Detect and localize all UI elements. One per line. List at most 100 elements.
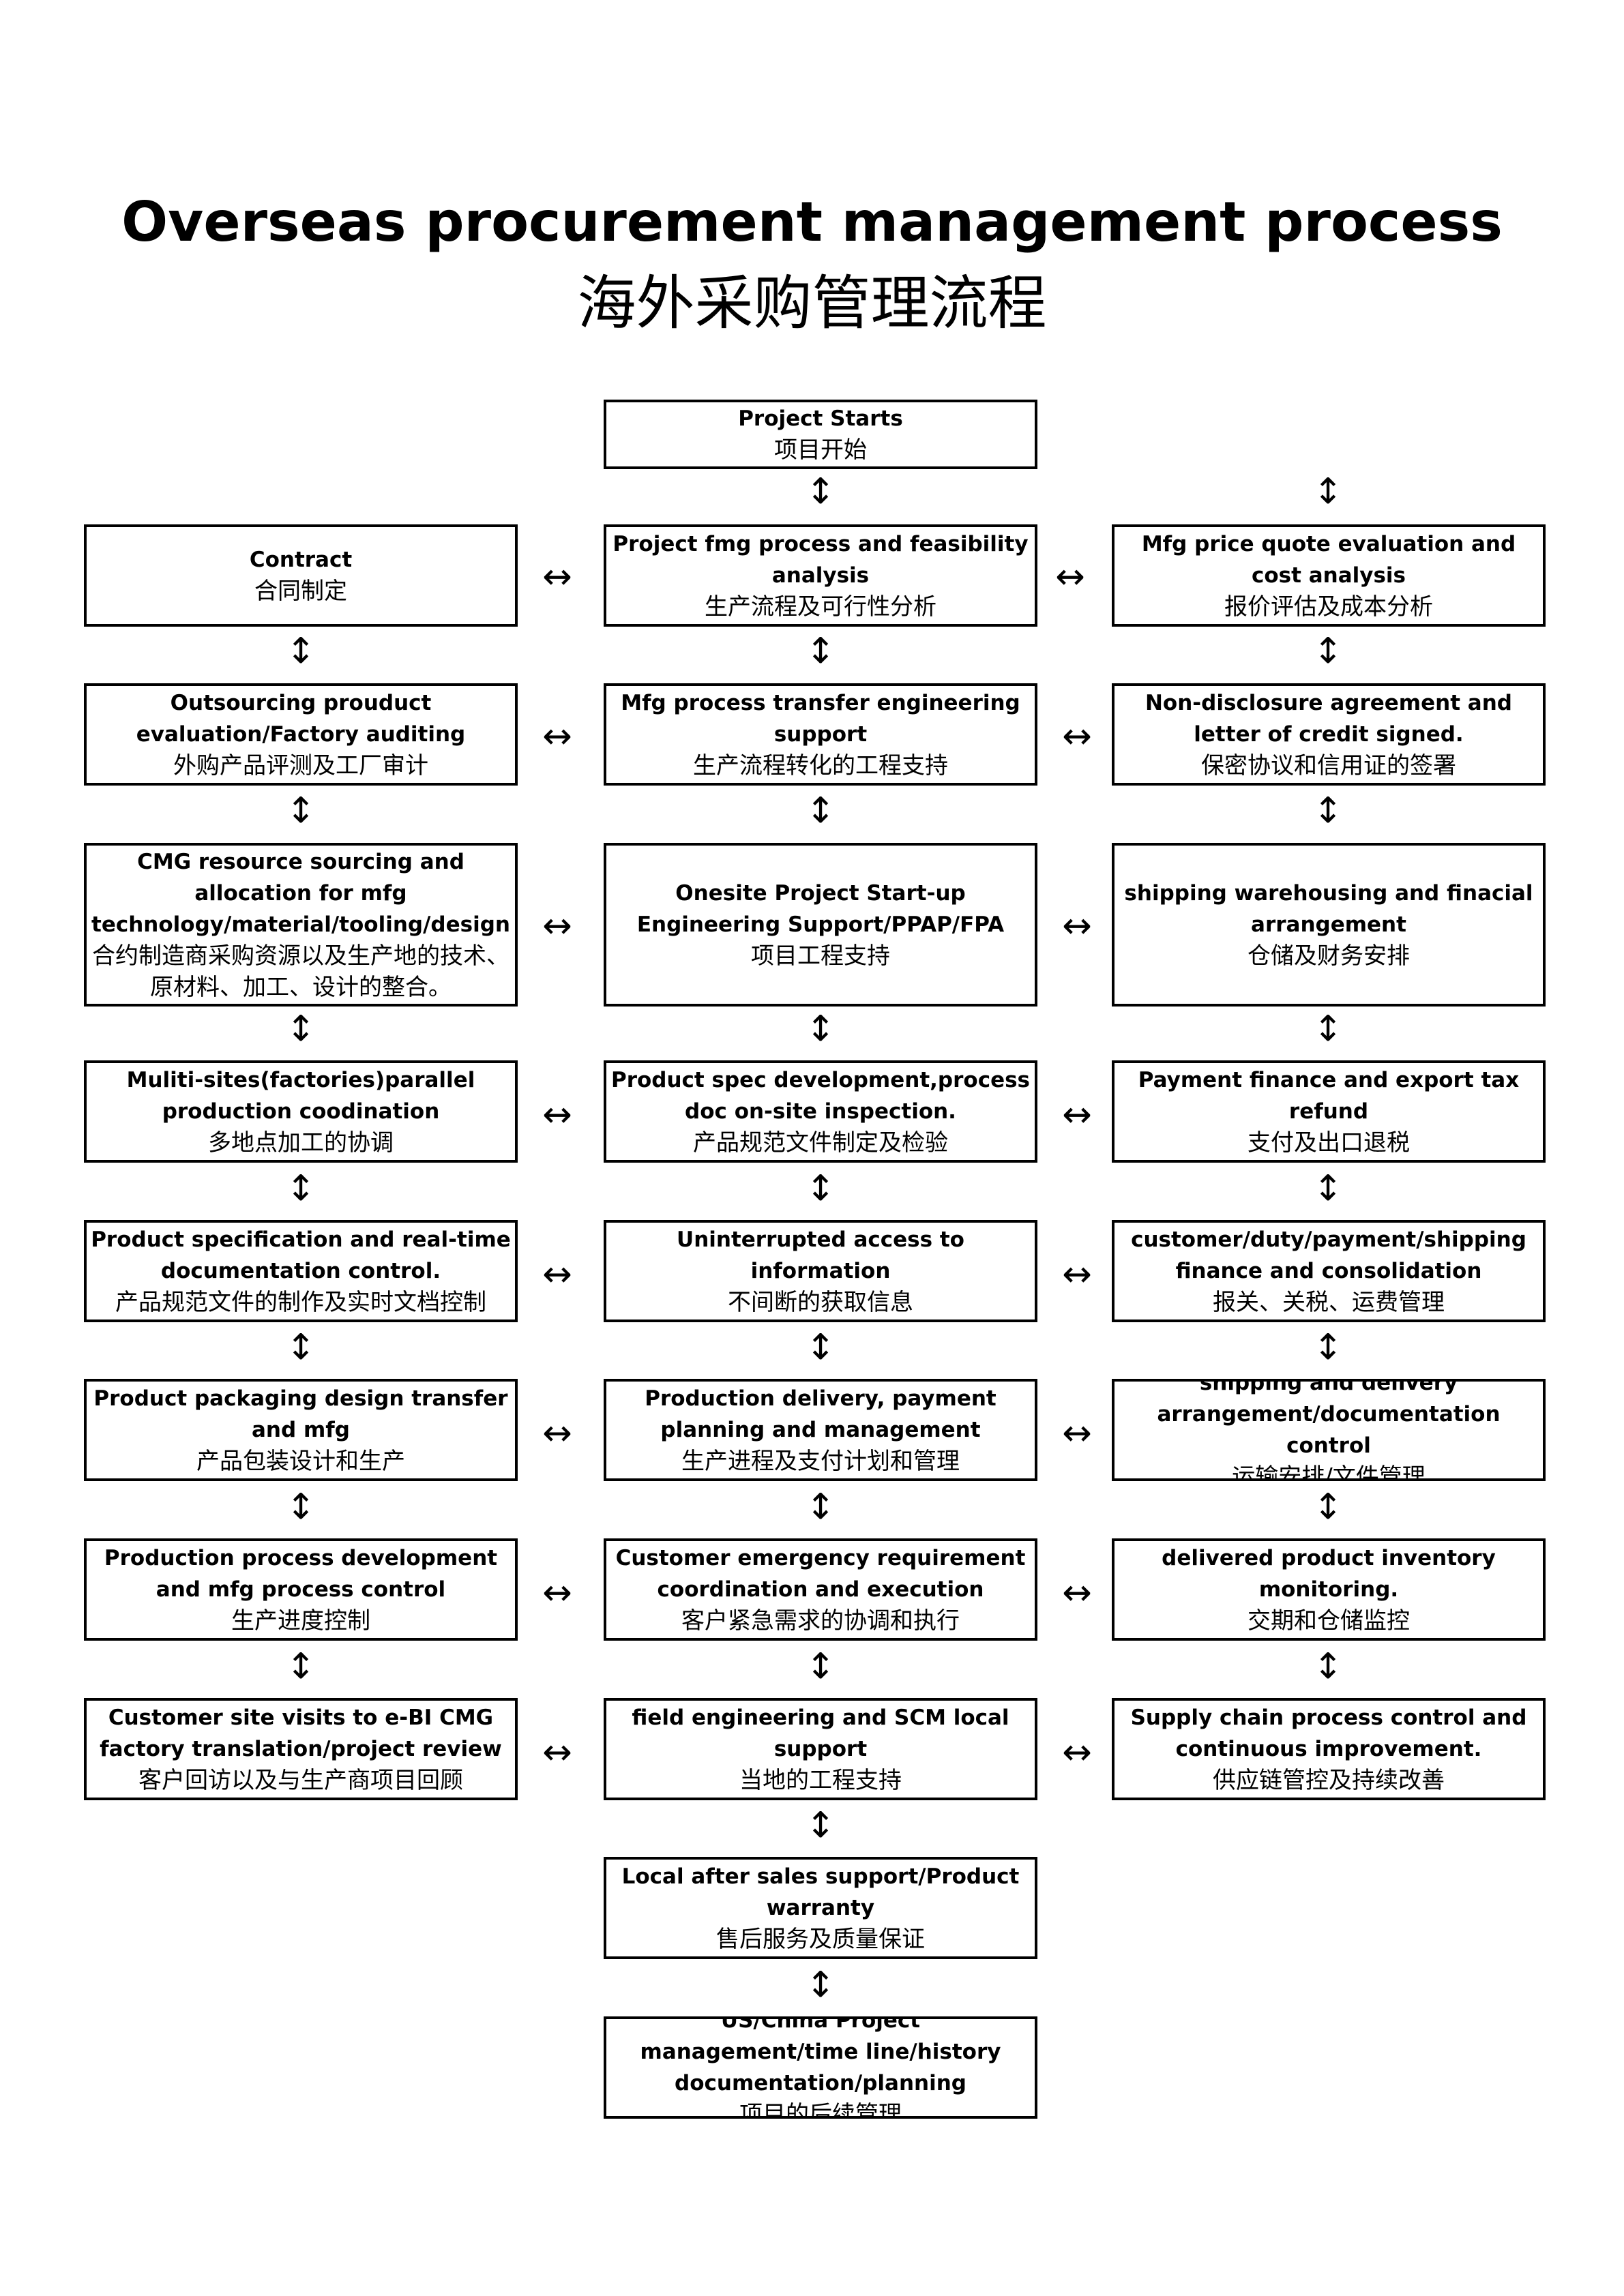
node-shipping-delivery: shipping and delivery arrangement/docume…: [1112, 1379, 1546, 1481]
horizontal-arrow-icon: ↔: [1062, 1094, 1092, 1135]
node-label-zh: 支付及出口退税: [1247, 1129, 1410, 1157]
node-label-zh: 生产流程转化的工程支持: [693, 752, 948, 779]
node-feasibility-analysis: Project fmg process and feasibility anal…: [604, 524, 1037, 627]
vertical-arrow-icon: ↕: [286, 1646, 316, 1687]
horizontal-arrow-icon: ↔: [1062, 906, 1092, 946]
node-process-control: Production process development and mfg p…: [84, 1538, 518, 1641]
node-label-zh: 合约制造商采购资源以及生产地的技术、原材料、加工、设计的整合。: [92, 942, 510, 1001]
node-label-zh: 不间断的获取信息: [728, 1289, 913, 1316]
node-label-zh: 客户紧急需求的协调和执行: [681, 1607, 960, 1635]
node-label-zh: 生产进度控制: [231, 1607, 370, 1635]
node-customer-site-visits: Customer site visits to e-BI CMG factory…: [84, 1698, 518, 1800]
node-packaging-design: Product packaging design transfer and mf…: [84, 1379, 518, 1481]
node-resource-sourcing: CMG resource sourcing and allocation for…: [84, 843, 518, 1007]
node-label-en: Payment finance and export tax refund: [1138, 1068, 1520, 1124]
vertical-arrow-icon: ↕: [806, 1168, 836, 1209]
vertical-arrow-icon: ↕: [1313, 790, 1343, 831]
node-supply-chain-control: Supply chain process control and continu…: [1112, 1698, 1546, 1800]
node-label-en: Outsourcing prouduct evaluation/Factory …: [136, 691, 466, 747]
node-shipping-warehousing: shipping warehousing and finacial arrang…: [1112, 843, 1546, 1007]
vertical-arrow-icon: ↕: [286, 631, 316, 672]
page-title-chinese: 海外采购管理流程: [577, 269, 1047, 338]
node-label-en: Production process development and mfg p…: [104, 1546, 498, 1602]
node-label-zh: 产品规范文件的制作及实时文档控制: [115, 1289, 486, 1316]
node-label-zh: 仓储及财务安排: [1247, 942, 1410, 970]
node-label-en: Uninterrupted access to information: [677, 1227, 964, 1283]
node-label-en: Onesite Project Start-up Engineering Sup…: [636, 881, 1005, 937]
node-project-starts: Project Starts 项目开始: [604, 400, 1037, 469]
horizontal-arrow-icon: ↔: [542, 906, 572, 946]
horizontal-arrow-icon: ↔: [1055, 556, 1085, 597]
node-label-zh: 生产流程及可行性分析: [705, 593, 936, 621]
node-label-zh: 外购产品评测及工厂审计: [173, 752, 428, 779]
node-project-management: US/China Project management/time line/hi…: [604, 2016, 1037, 2119]
vertical-arrow-icon: ↕: [806, 1487, 836, 1527]
node-label-zh: 合同制定: [254, 578, 347, 605]
node-customs-duty: customer/duty/payment/shipping finance a…: [1112, 1220, 1546, 1322]
node-label-zh: 保密协议和信用证的签署: [1201, 752, 1456, 779]
node-nda-credit: Non-disclosure agreement and letter of c…: [1112, 683, 1546, 786]
node-label-en: field engineering and SCM local support: [632, 1705, 1009, 1761]
node-field-engineering: field engineering and SCM local support …: [604, 1698, 1037, 1800]
node-label-zh: 报价评估及成本分析: [1224, 593, 1433, 621]
node-label-en: Product spec development,process doc on-…: [610, 1068, 1031, 1124]
vertical-arrow-icon: ↕: [1313, 631, 1343, 672]
node-onsite-startup-support: Onesite Project Start-up Engineering Sup…: [604, 843, 1037, 1007]
horizontal-arrow-icon: ↔: [542, 1254, 572, 1295]
horizontal-arrow-icon: ↔: [542, 716, 572, 757]
horizontal-arrow-icon: ↔: [1062, 1254, 1092, 1295]
node-label-en: US/China Project management/time line/hi…: [640, 2016, 1001, 2096]
node-label-zh: 客户回访以及与生产商项目回顾: [138, 1767, 463, 1794]
horizontal-arrow-icon: ↔: [1062, 716, 1092, 757]
node-label-zh: 供应链管控及持续改善: [1213, 1767, 1445, 1794]
node-information-access: Uninterrupted access to information 不间断的…: [604, 1220, 1037, 1322]
node-multi-site-coordination: Muliti-sites(factories)parallel producti…: [84, 1060, 518, 1163]
node-inventory-monitoring: delivered product inventory monitoring. …: [1112, 1538, 1546, 1641]
node-label-en: Product packaging design transfer and mf…: [93, 1386, 508, 1442]
node-contract: Contract 合同制定: [84, 524, 518, 627]
vertical-arrow-icon: ↕: [806, 1327, 836, 1368]
node-label-zh: 项目工程支持: [751, 942, 890, 970]
vertical-arrow-icon: ↕: [806, 471, 836, 512]
vertical-arrow-icon: ↕: [806, 1965, 836, 2006]
vertical-arrow-icon: ↕: [286, 790, 316, 831]
vertical-arrow-icon: ↕: [806, 790, 836, 831]
vertical-arrow-icon: ↕: [1313, 1646, 1343, 1687]
node-label-en: Production delivery, payment planning an…: [645, 1386, 996, 1442]
vertical-arrow-icon: ↕: [806, 631, 836, 672]
node-label-en: delivered product inventory monitoring.: [1162, 1546, 1496, 1602]
node-label-zh: 项目开始: [774, 436, 867, 464]
node-label-en: CMG resource sourcing and allocation for…: [91, 850, 510, 937]
node-label-en: Mfg price quote evaluation and cost anal…: [1141, 532, 1516, 588]
horizontal-arrow-icon: ↔: [1062, 1572, 1092, 1613]
node-documentation-control: Product specification and real-time docu…: [84, 1220, 518, 1322]
node-emergency-requirement: Customer emergency requirement coordinat…: [604, 1538, 1037, 1641]
node-label-zh: 产品规范文件制定及检验: [693, 1129, 948, 1157]
vertical-arrow-icon: ↕: [1313, 1168, 1343, 1209]
vertical-arrow-icon: ↕: [286, 1327, 316, 1368]
node-label-zh: 多地点加工的协调: [208, 1129, 394, 1157]
node-delivery-payment-planning: Production delivery, payment planning an…: [604, 1379, 1037, 1481]
vertical-arrow-icon: ↕: [806, 1805, 836, 1846]
vertical-arrow-icon: ↕: [286, 1487, 316, 1527]
horizontal-arrow-icon: ↔: [542, 1413, 572, 1454]
node-label-en: shipping warehousing and finacial arrang…: [1124, 881, 1533, 937]
node-after-sales-support: Local after sales support/Product warran…: [604, 1857, 1037, 1959]
node-process-transfer-support: Mfg process transfer engineering support…: [604, 683, 1037, 786]
node-label-zh: 项目的后续管理: [739, 2101, 902, 2119]
vertical-arrow-icon: ↕: [1313, 1327, 1343, 1368]
node-label-zh: 当地的工程支持: [739, 1767, 902, 1794]
node-label-zh: 运输安排/文件管理: [1232, 1463, 1426, 1481]
node-label-en: Mfg process transfer engineering support: [621, 691, 1020, 747]
node-label-en: Product specification and real-time docu…: [91, 1227, 511, 1283]
horizontal-arrow-icon: ↔: [542, 1094, 572, 1135]
node-label-en: shipping and delivery arrangement/docume…: [1157, 1379, 1501, 1458]
vertical-arrow-icon: ↕: [1313, 1487, 1343, 1527]
vertical-arrow-icon: ↕: [286, 1168, 316, 1209]
node-label-en: Project Starts: [738, 406, 903, 431]
page-title: Overseas procurement management process: [121, 190, 1503, 254]
node-label-en: Local after sales support/Product warran…: [621, 1864, 1020, 1920]
vertical-arrow-icon: ↕: [806, 1009, 836, 1049]
horizontal-arrow-icon: ↔: [542, 1732, 572, 1773]
horizontal-arrow-icon: ↔: [1062, 1732, 1092, 1773]
